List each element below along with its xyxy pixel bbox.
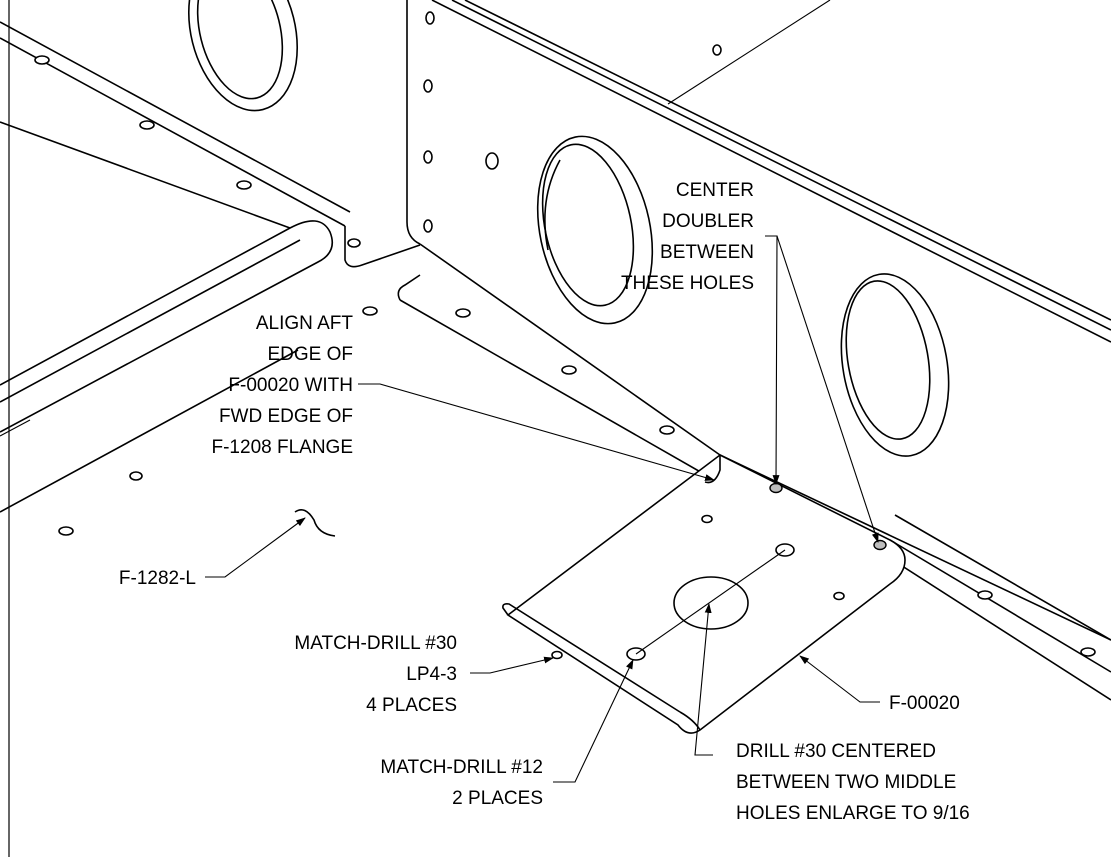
rivet-hole xyxy=(423,79,433,93)
callout-align-aft-line3: F-00020 WITH xyxy=(228,375,353,396)
callout-match-drill-12-line2: 2 PLACES xyxy=(452,788,543,809)
rivet-hole xyxy=(139,120,155,130)
flange-hole-center-ref xyxy=(769,482,783,494)
left-channel xyxy=(0,220,336,537)
callout-align-aft-line4: FWD EDGE OF xyxy=(219,406,353,427)
callout-center-doubler-line3: BETWEEN xyxy=(660,242,754,263)
callout-part-f1282: F-1282-L xyxy=(119,568,196,589)
bulkhead-web xyxy=(187,0,1111,457)
callout-align-aft-line1: ALIGN AFT xyxy=(256,313,354,334)
rivet-hole xyxy=(425,11,435,25)
callout-align-aft-line5: F-1208 FLANGE xyxy=(212,437,354,458)
rivet-hole xyxy=(423,219,433,233)
rivet-hole xyxy=(129,471,143,481)
callout-match-drill-12: MATCH-DRILL #12 2 PLACES xyxy=(380,757,543,809)
callout-drill-30-centered-line2: BETWEEN TWO MIDDLE xyxy=(736,772,956,793)
rivet-hole xyxy=(362,306,378,316)
callout-align-aft-line2: EDGE OF xyxy=(267,344,353,365)
rivet-hole xyxy=(659,425,675,435)
callout-center-doubler-line2: DOUBLER xyxy=(662,211,754,232)
doubler-center-hole xyxy=(673,576,749,630)
rivet-hole xyxy=(423,150,433,164)
callout-align-aft: ALIGN AFT EDGE OF F-00020 WITH FWD EDGE … xyxy=(212,313,354,458)
doubler-hole xyxy=(551,650,563,660)
callout-drill-30-centered-line3: HOLES ENLARGE TO 9/16 xyxy=(736,803,970,824)
lower-flange xyxy=(0,21,1111,701)
callout-match-drill-12-line1: MATCH-DRILL #12 xyxy=(380,757,543,778)
doubler-plate-f00020 xyxy=(502,454,906,734)
callout-center-doubler-line1: CENTER xyxy=(676,180,754,201)
rivet-hole xyxy=(485,152,499,170)
doubler-hole xyxy=(701,514,713,524)
callout-match-drill-30-line3: 4 PLACES xyxy=(366,695,457,716)
rivet-hole xyxy=(561,365,577,375)
callout-match-drill-30-line1: MATCH-DRILL #30 xyxy=(294,633,457,654)
rivet-hole xyxy=(236,180,252,190)
rivet-hole xyxy=(1080,647,1096,657)
rivet-hole xyxy=(34,55,50,65)
rivet-hole xyxy=(455,308,471,318)
rivet-hole xyxy=(58,526,74,536)
rivet-hole xyxy=(347,238,361,248)
flange-hole-center-ref xyxy=(873,539,887,551)
callout-center-doubler-line4: THESE HOLES xyxy=(621,273,754,294)
doubler-hole xyxy=(833,591,845,601)
rivet-hole xyxy=(712,44,722,56)
rivet-hole xyxy=(977,590,993,600)
callout-drill-30-centered: DRILL #30 CENTERED BETWEEN TWO MIDDLE HO… xyxy=(736,741,970,824)
callout-match-drill-30-line2: LP4-3 xyxy=(406,664,457,685)
leader-lines xyxy=(205,235,880,783)
callout-drill-30-centered-line1: DRILL #30 CENTERED xyxy=(736,741,936,762)
callout-center-doubler: CENTER DOUBLER BETWEEN THESE HOLES xyxy=(621,180,754,294)
callout-match-drill-30: MATCH-DRILL #30 LP4-3 4 PLACES xyxy=(294,633,457,716)
callout-part-f00020: F-00020 xyxy=(889,693,960,714)
